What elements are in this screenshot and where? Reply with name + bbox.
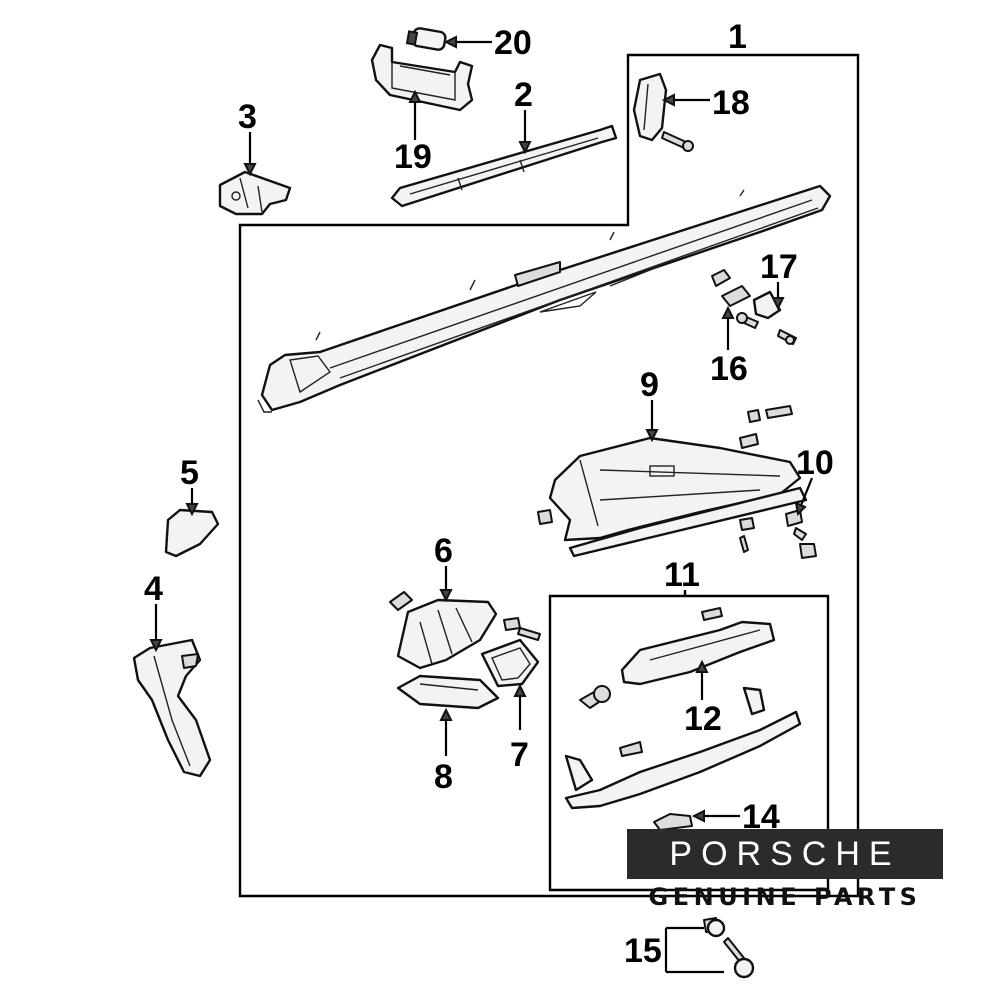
callout-7: 7 <box>510 736 529 774</box>
callout-5: 5 <box>180 454 199 492</box>
part-14-buffer <box>653 809 740 831</box>
part-4-side-trim <box>132 604 212 778</box>
group-11-bracket <box>548 594 830 892</box>
callout-9: 9 <box>640 366 659 404</box>
callout-4: 4 <box>144 570 163 608</box>
callout-20: 20 <box>494 24 532 62</box>
callout-18: 18 <box>712 84 750 122</box>
callout-19: 19 <box>394 138 432 176</box>
part-15-fasteners <box>664 917 755 979</box>
part-19-lamp-housing <box>370 43 474 140</box>
part-8-lower-panel <box>396 674 500 756</box>
part-10-screw <box>785 477 817 559</box>
part-5-cover-plate <box>164 488 220 558</box>
part-6-air-vent <box>389 566 541 670</box>
callout-1: 1 <box>728 18 747 56</box>
callout-2: 2 <box>514 76 533 114</box>
callout-17: 17 <box>760 248 798 286</box>
callout-12: 12 <box>684 700 722 738</box>
part-9-glovebox-housing <box>537 400 808 558</box>
callout-6: 6 <box>434 532 453 570</box>
logo-wordmark: PORSCHE <box>669 835 901 873</box>
callout-11: 11 <box>664 556 700 594</box>
part-18-side-clip <box>632 72 710 152</box>
part-7-outlet-frame <box>480 638 540 730</box>
part-2-support-rod <box>390 110 618 208</box>
logo-tagline: GENUINE PARTS <box>648 883 922 911</box>
callout-16: 16 <box>710 350 748 388</box>
group-1-bracket <box>238 53 860 898</box>
callout-3: 3 <box>238 98 257 136</box>
part-12-latch <box>579 607 776 709</box>
logo-banner <box>627 829 943 879</box>
part-17-bracket <box>752 282 797 345</box>
callout-8: 8 <box>434 758 453 796</box>
part-16-clip <box>711 269 759 350</box>
callout-15: 15 <box>624 932 662 970</box>
part-1-dashboard-panel <box>257 184 832 413</box>
part-11-glovebox-lid <box>564 686 802 810</box>
callout-10: 10 <box>796 444 834 482</box>
part-3-bracket <box>218 132 292 216</box>
part-20-bulb <box>405 27 492 51</box>
